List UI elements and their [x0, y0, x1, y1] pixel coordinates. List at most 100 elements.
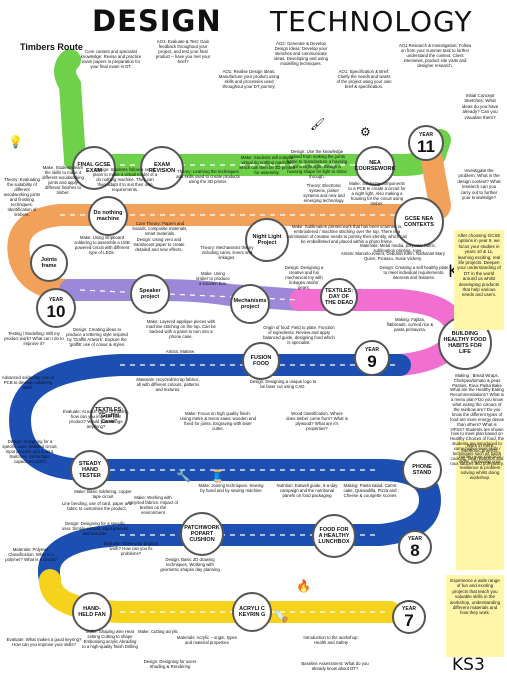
node-nea-coursework: NEA COURSEWORK	[355, 146, 395, 186]
badge-year-8: YEAR 8	[398, 530, 432, 564]
note-origin-food: Origin of food: Field to plate. Function…	[263, 325, 335, 345]
note-what-are-eating: What are the Healthy Eating Recommendati…	[450, 387, 504, 467]
page-header: DESIGN TECHNOLOGY	[0, 0, 507, 40]
year-number: 10	[46, 301, 66, 321]
note-ao1-research: AO1:Research & Investigation: Follow on …	[398, 43, 472, 68]
note-design-mechanism: Design: Designing a creative and fun mec…	[284, 265, 324, 290]
node-joints-frame: Joints frame	[30, 244, 68, 282]
node-phone-stand: PHONE STAND	[402, 450, 442, 490]
node-steady-hand: STEADY HAND TESTER	[70, 450, 110, 490]
sewing-machine-icon: 🧵	[210, 469, 225, 483]
note-make-soldering: Make: Soldering components to a PCB to c…	[348, 181, 406, 206]
note-ao1-realise: AO1: Realise Design Ideas: Manufacture y…	[218, 69, 280, 89]
note-materials-polymer: Materials: Polymer, Classification. What…	[5, 547, 57, 562]
note-core-theory: Core Theory: Papers and boards, composit…	[132, 221, 188, 236]
year-number: 11	[417, 136, 435, 156]
paintbrush-icon: 🖌	[310, 117, 326, 131]
note-make-wooden-box: Make: Using timber to produce a wooden b…	[196, 271, 230, 286]
note-ao1-evaluate: AO1: Evaluate & Test: Gain feedback thro…	[155, 39, 211, 64]
badge-year-9: YEAR 9	[354, 340, 390, 376]
note-design-users: Design: Designing for users Shading & Re…	[143, 659, 197, 669]
note-design-unique: Design: Designing a unique logo to be la…	[249, 379, 317, 389]
note-materials-recycled: Materials: recycled/Scrap fabrics, all w…	[136, 377, 200, 392]
title-rest: TECHNOLOGY	[270, 5, 473, 38]
node-do-nothing: Do nothing machine	[88, 196, 128, 236]
bulb-icon: 💡	[8, 135, 23, 149]
note-design-creating: Design: Creating ideas to produce a lett…	[66, 327, 128, 347]
note-theory-top: Theory: Evaluating the suitability of di…	[3, 177, 41, 217]
note-evaluate-fan: Evaluate: What makes a good keyring? How…	[6, 637, 82, 647]
note-make-using-vero: Make: Using stripboard soldering to asse…	[74, 235, 130, 255]
year-number: 7	[404, 610, 414, 630]
note-design-vero: Design: Using vero and translucent paper…	[133, 237, 185, 252]
note-theory-mechanisms: Theory: Mechanisms theory including cams…	[200, 245, 254, 260]
node-exam-revision: EXAM REVISION	[140, 146, 184, 190]
side-after-choosing: After choosing GCSE options in year 9, w…	[454, 230, 504, 330]
year-prefix: YEAR	[402, 605, 416, 612]
year-number: 8	[410, 540, 420, 560]
node-gcse-nea-contexts: GCSE NEA CONTEXTS	[394, 197, 444, 247]
year-prefix: YEAR	[408, 535, 422, 542]
node-final-exam: FINAL GCSE EXAM	[72, 146, 116, 190]
side-work-in-more: Work in more electronic projects, honing…	[456, 440, 504, 570]
year-prefix: YEAR	[419, 131, 433, 138]
year-number: 9	[367, 351, 377, 371]
title-bold: DESIGN	[92, 4, 222, 38]
node-textiles-graffiti: TEXTILES: "Graffiti Case"	[90, 397, 128, 435]
note-baseline: Baseline Assessment: What do you already…	[301, 661, 369, 671]
note-theory-electronic: Theory: Electronic systems, power system…	[303, 183, 345, 203]
year-prefix: YEAR	[49, 296, 63, 303]
note-testing-modelling: Testing / Modelling: Will my product wor…	[4, 331, 64, 346]
side-experience: Experience a wide range of fun and excit…	[446, 575, 504, 657]
note-design-knowledge: Design: Use the knowledge gained from ma…	[286, 149, 348, 179]
note-artists: Artists: Marcelo Ament, Deborah Klein, N…	[341, 251, 445, 261]
note-make-working: Make: Working with recycled fabrics. Imp…	[128, 495, 178, 515]
note-materials-pattern: Materials: Metal media, polyester fabric…	[360, 243, 436, 253]
note-make-virtual: Make: Students will make a virtual do no…	[239, 155, 295, 175]
note-advanced-soldering: Advanced soldering: Use of PCB to develo…	[1, 375, 55, 390]
note-evaluate-patch: Evaluate: Does your product work? How ca…	[103, 541, 159, 556]
road-segment-yellow	[39, 569, 401, 623]
note-core-content: Core content and specialist knowledge: R…	[80, 49, 142, 69]
node-patchwork: PATCHWORK POPART CUSHION	[180, 512, 224, 556]
note-design-specific: Design: Designing for a specific user. D…	[2, 439, 58, 464]
badge-year-7: YEAR 7	[392, 600, 426, 634]
note-wood-classification: Wood classification. Where does timber c…	[286, 411, 348, 431]
saw-icon: 🪚	[274, 609, 289, 623]
route-label: Timbers Route	[20, 42, 83, 52]
node-mechanisms-project: Mechanisms project	[230, 284, 270, 324]
badge-year-11: YEAR 11	[408, 125, 444, 161]
fire-icon: 🔥	[296, 579, 311, 593]
note-materials-acrylic: Materials: Acrylic – origin, types and m…	[176, 635, 238, 645]
note-make-sublimation: Make: Sublimation printed work that has …	[286, 224, 408, 244]
side-initial-concept: Initial Concept Sketches: What ideas do …	[461, 93, 499, 120]
node-speaker-project: Speaker project	[130, 274, 170, 314]
note-design-healthy: Design: Creating a self healthy plate to…	[379, 265, 449, 280]
note-make-joints: Make: Students learn the skills to make …	[42, 165, 84, 195]
note-make-joining: Make: Joining techniques. Sewing by hand…	[198, 483, 264, 493]
note-design-simple: Design: Designing for a specific user. S…	[61, 521, 129, 536]
note-make-layered: Make: Layered applique pieces with machi…	[146, 319, 216, 339]
node-acrylic-keyring: ACRYLI C KEYRIN G	[232, 592, 272, 632]
note-making-healthy: Making: Fajitas, flatbreads, curried ric…	[386, 317, 434, 332]
node-textiles-dead: TEXTILES: DAY OF THE DEAD	[320, 278, 358, 316]
note-intro-workshop: Introduction to the workshop: Health and…	[303, 635, 359, 645]
badge-year-10: YEAR 10	[36, 288, 76, 328]
node-food-lunchbox: FOOD FOR A HEALTHY LUNCHBOX	[312, 514, 356, 558]
node-night-light: Night Light Project	[245, 218, 289, 262]
note-line-bending: Line bending, use of card, paper and fab…	[62, 501, 132, 511]
screwdriver-icon: 🔧	[176, 469, 191, 483]
note-design-basic2d: Design: Basic 2D drawing techniques. Wor…	[160, 557, 220, 572]
note-artists-graffiti: Artists: Mattew	[165, 349, 195, 354]
gear-icon: ⚙	[360, 125, 371, 139]
note-nutrition: Nutrition: Eatwell guide, 5-a-day campai…	[276, 483, 338, 498]
node-hand-held-fan: HAND-HELD FAN	[72, 592, 112, 632]
note-making-salad: Making: Pasta salad, Carrot cake, Quesad…	[343, 483, 397, 498]
note-make-cutting: Make: Cutting acrylic	[138, 629, 178, 634]
ks3-label: KS3	[452, 655, 485, 675]
note-make-focus: Make: Focus on high quality finish. Usin…	[180, 411, 256, 431]
note-making-bread: Making : Bread Wraps, Chickpea/tomato & …	[452, 373, 502, 388]
note-theory-learning: Theory: Learning the techniques and skil…	[176, 169, 240, 184]
note-design-students: Design: Students follow a set of plans t…	[92, 167, 158, 192]
